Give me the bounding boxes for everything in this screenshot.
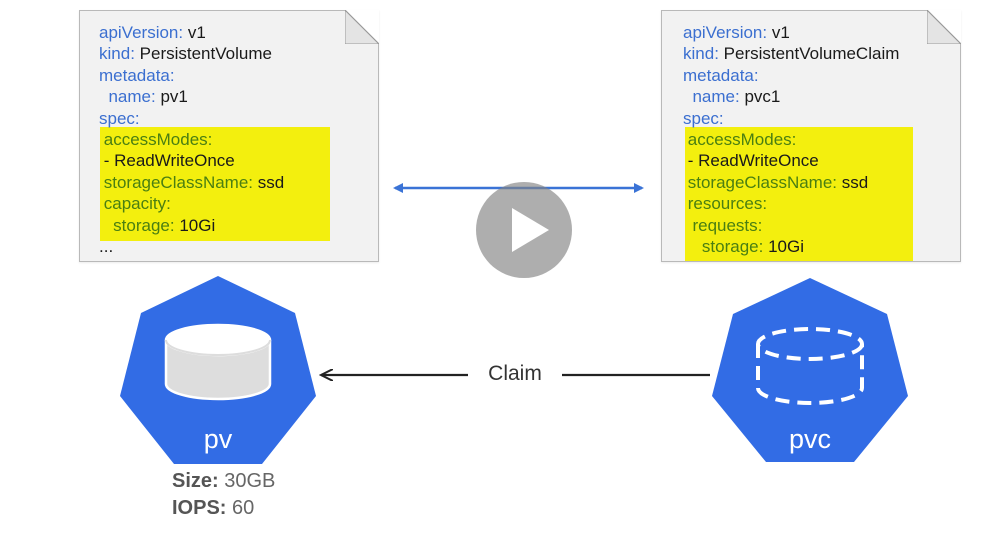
yaml-value: 10Gi — [174, 215, 216, 235]
yaml-separator: : — [734, 87, 740, 107]
yaml-line: - ReadWriteOnce — [99, 150, 284, 171]
pv-iops-line: IOPS: 60 — [172, 495, 275, 522]
yaml-line: storageClassName: ssd — [99, 172, 284, 193]
play-button[interactable] — [476, 182, 572, 278]
yaml-separator: : — [757, 215, 763, 235]
yaml-key: kind — [683, 44, 715, 64]
yaml-separator: : — [150, 87, 156, 107]
yaml-line: spec: — [99, 108, 284, 129]
yaml-value: v1 — [767, 23, 790, 42]
yaml-line: name: pv1 — [99, 86, 284, 107]
yaml-key: spec — [99, 108, 135, 128]
pv-size-line: Size: 30GB — [172, 468, 275, 495]
yaml-separator: : — [753, 65, 759, 85]
yaml-key: accessModes — [103, 129, 208, 149]
yaml-separator: : — [758, 236, 764, 256]
yaml-value: ssd — [253, 172, 285, 192]
yaml-separator: : — [762, 23, 768, 42]
yaml-separator: : — [169, 215, 175, 235]
yaml-line: accessModes: — [683, 129, 899, 150]
yaml-separator: : — [207, 129, 213, 149]
pvc-node — [712, 278, 908, 462]
page-fold-icon — [927, 10, 961, 44]
yaml-key: metadata — [683, 65, 754, 85]
yaml-line: metadata: — [683, 65, 899, 86]
yaml-key: apiVersion — [99, 23, 179, 42]
yaml-key: resources — [687, 194, 763, 214]
yaml-separator: : — [178, 23, 184, 42]
yaml-key: requests — [692, 215, 758, 235]
claim-label: Claim — [488, 362, 542, 385]
yaml-value: ssd — [837, 172, 869, 192]
yaml-value: pvc1 — [739, 87, 781, 107]
yaml-indent — [99, 216, 113, 235]
yaml-separator: : — [714, 44, 719, 64]
yaml-separator: : — [248, 172, 254, 192]
yaml-line: metadata: — [99, 65, 284, 86]
yaml-line: requests: — [683, 215, 899, 236]
pv-node-label: pv — [203, 424, 233, 454]
pvc-spec-highlight — [685, 127, 913, 261]
yaml-indent — [683, 237, 702, 256]
pv-spec-highlight — [100, 127, 330, 241]
yaml-line: ... — [99, 236, 284, 257]
yaml-value: ... — [99, 236, 114, 256]
yaml-key: name — [108, 87, 151, 107]
yaml-key: name — [692, 87, 735, 107]
yaml-line: - ReadWriteOnce — [683, 150, 899, 171]
yaml-key: storageClassName — [687, 172, 833, 192]
yaml-key: kind — [99, 44, 131, 64]
iops-value: 60 — [226, 497, 255, 519]
yaml-line: storage: 10Gi — [683, 236, 899, 257]
yaml-line: apiVersion: v1 — [683, 22, 899, 43]
yaml-key: storageClassName — [103, 172, 249, 192]
page-fold-icon — [345, 10, 379, 44]
yaml-separator: : — [791, 129, 797, 149]
yaml-key: spec — [683, 108, 719, 128]
yaml-separator: : — [718, 108, 724, 128]
pvc-node-label: pvc — [788, 424, 832, 454]
yaml-key: accessModes — [687, 129, 792, 149]
yaml-line: capacity: — [99, 193, 284, 214]
yaml-line: name: pvc1 — [683, 86, 899, 107]
yaml-line: kind: PersistentVolumeClaim — [683, 43, 899, 64]
yaml-value: - ReadWriteOnce — [687, 151, 819, 171]
pv-stats: Size: 30GB IOPS: 60 — [172, 468, 275, 522]
yaml-value: 10Gi — [763, 236, 804, 256]
pv-node — [120, 276, 316, 464]
yaml-value: PersistentVolumeClaim — [718, 44, 900, 64]
yaml-key: capacity — [103, 194, 167, 214]
yaml-line: apiVersion: v1 — [99, 22, 284, 43]
yaml-key: storage — [113, 215, 170, 235]
yaml-key: storage — [701, 236, 759, 256]
disk-icon — [164, 323, 272, 401]
yaml-value: - ReadWriteOnce — [103, 151, 235, 171]
yaml-line: storage: 10Gi — [99, 215, 284, 236]
yaml-separator: : — [134, 108, 140, 128]
size-value: 30GB — [218, 470, 276, 492]
yaml-line: resources: — [683, 193, 899, 214]
yaml-line: storageClassName: ssd — [683, 172, 899, 193]
yaml-line: accessModes: — [99, 129, 284, 150]
yaml-separator: : — [169, 65, 175, 85]
yaml-line: kind: PersistentVolume — [99, 43, 284, 64]
yaml-key: apiVersion — [683, 23, 763, 42]
yaml-value: PersistentVolume — [134, 44, 272, 64]
iops-label: IOPS: — [172, 497, 227, 519]
yaml-separator: : — [166, 194, 171, 214]
size-label: Size: — [172, 470, 219, 492]
yaml-key: metadata — [99, 65, 170, 85]
yaml-value: v1 — [183, 23, 206, 42]
dashed-disk-icon — [756, 327, 864, 405]
yaml-value: pv1 — [155, 87, 188, 107]
yaml-line: spec: — [683, 108, 899, 129]
yaml-separator: : — [130, 44, 135, 64]
yaml-separator: : — [762, 194, 768, 214]
play-icon — [512, 208, 549, 252]
yaml-separator: : — [832, 172, 838, 192]
